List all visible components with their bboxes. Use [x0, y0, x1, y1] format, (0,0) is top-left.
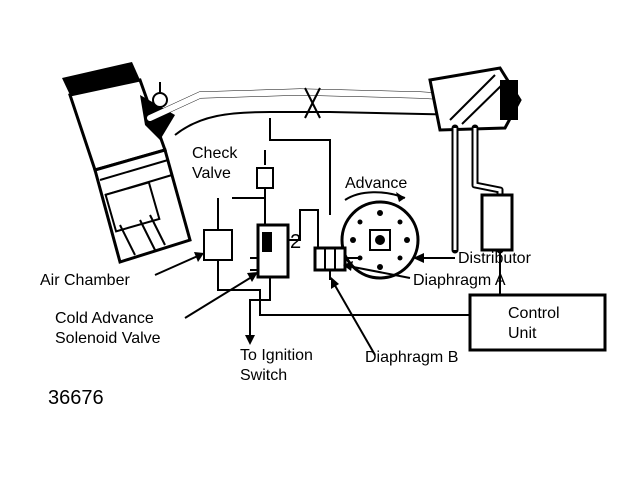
- diaphragm-b-arrow-icon: [331, 277, 339, 289]
- spark-plug-icon: [152, 92, 168, 108]
- advance-label: Advance: [345, 175, 407, 192]
- ignition-label-line1: To Ignition: [240, 347, 313, 364]
- intake-duct: [146, 87, 474, 136]
- control-unit[interactable]: Control Unit: [468, 250, 607, 352]
- distributor-arrow-icon: [413, 253, 424, 263]
- diaphragm-b-label: Diaphragm B: [365, 349, 458, 366]
- ignition-label-line2: Switch: [240, 367, 287, 384]
- diaphragm-a-arrow-icon: [343, 261, 353, 271]
- air-chamber-label: Air Chamber: [40, 272, 130, 289]
- port-number-label: 2: [290, 231, 301, 253]
- air-chamber: [203, 198, 255, 291]
- cold-advance-label-line2: Solenoid Valve: [55, 330, 161, 347]
- ignition-arrow-icon: [245, 335, 255, 345]
- distributor-vacuum-line: [451, 124, 514, 254]
- distributor: [340, 191, 420, 280]
- air-chamber-arrow-icon: [194, 252, 204, 262]
- vacuum-advance-unit: [313, 246, 360, 280]
- control-unit-label-line1: Control: [508, 305, 560, 322]
- check-valve-label-line1: Check: [192, 145, 238, 162]
- cold-advance-label-line1: Cold Advance: [55, 310, 154, 327]
- check-valve: [232, 118, 331, 225]
- advance-arrow-icon: [396, 192, 405, 202]
- cold-advance-solenoid: [249, 209, 470, 330]
- figure-number: 36676: [48, 387, 104, 409]
- distributor-label: Distributor: [458, 250, 532, 267]
- engine-cylinder: [62, 62, 192, 264]
- diaphragm-a-label: Diaphragm A: [413, 272, 506, 289]
- pointer-lines: [154, 252, 455, 356]
- air-cleaner: [428, 66, 522, 132]
- solenoid-arrow-icon: [247, 272, 258, 282]
- check-valve-label-line2: Valve: [192, 165, 231, 182]
- control-unit-label-line2: Unit: [508, 325, 537, 342]
